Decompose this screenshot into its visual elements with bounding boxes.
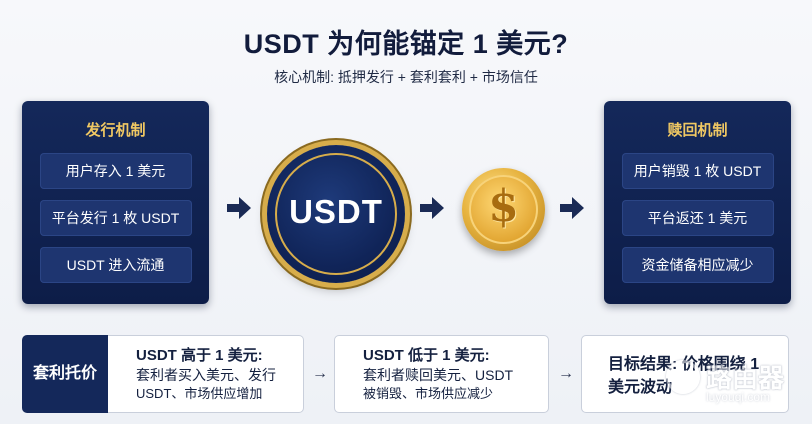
redemption-title: 赎回机制: [667, 122, 728, 139]
above-heading: USDT 高于 1 美元:: [136, 347, 263, 364]
issuance-title: 发行机制: [85, 122, 146, 139]
arbitrage-label: 套利托价: [22, 335, 108, 413]
target-result-line: 美元波动: [608, 379, 673, 396]
right-arrow-icon: →: [312, 365, 328, 382]
router-logo-icon: [666, 360, 700, 394]
issuance-panel: 发行机制 用户存入 1 美元 平台发行 1 枚 USDT USDT 进入流通: [22, 101, 209, 304]
dollar-sign-icon: $: [488, 181, 519, 232]
redemption-panel: 赎回机制 用户销毁 1 枚 USDT 平台返还 1 美元 资金储备相应减少: [604, 101, 791, 304]
right-arrow-icon: →: [558, 365, 574, 382]
page-subtitle: 核心机制: 抵押发行 + 套利套利 + 市场信任: [274, 69, 538, 85]
redemption-step-reserve: 资金储备相应减少: [621, 247, 774, 283]
redemption-step-burn: 用户销毁 1 枚 USDT: [621, 153, 774, 189]
issuance-step-deposit: 用户存入 1 美元: [39, 153, 192, 189]
arbitrage-below-card: USDT 低于 1 美元: 套利者赎回美元、USDT 被销毁、市场供应减少: [334, 335, 549, 413]
usdt-coin-label: USDT: [289, 193, 383, 230]
issuance-step-circulate: USDT 进入流通: [39, 247, 192, 283]
below-line: 套利者赎回美元、USDT: [363, 367, 514, 383]
redemption-step-return: 平台返还 1 美元: [621, 200, 774, 236]
issuance-step-issue: 平台发行 1 枚 USDT: [39, 200, 192, 236]
usdt-coin-ring: [275, 153, 397, 275]
dollar-coin-face: [469, 175, 538, 244]
below-heading: USDT 低于 1 美元:: [363, 347, 490, 364]
watermark-url: luyouqi.com: [706, 390, 771, 404]
below-line: 被销毁、市场供应减少: [363, 386, 494, 401]
watermark-text: 路由器: [706, 363, 785, 393]
watermark: 路由器 luyouqi.com: [664, 352, 804, 414]
above-line: USDT、市场供应增加: [136, 386, 263, 401]
usdt-coin-icon: USDT: [267, 145, 405, 283]
above-line: 套利者买入美元、发行: [136, 367, 276, 383]
arbitrage-above-card: USDT 高于 1 美元: 套利者买入美元、发行 USDT、市场供应增加: [108, 335, 304, 413]
dollar-coin-icon: $: [462, 168, 545, 251]
page-title: USDT 为何能锚定 1 美元?: [243, 29, 569, 59]
